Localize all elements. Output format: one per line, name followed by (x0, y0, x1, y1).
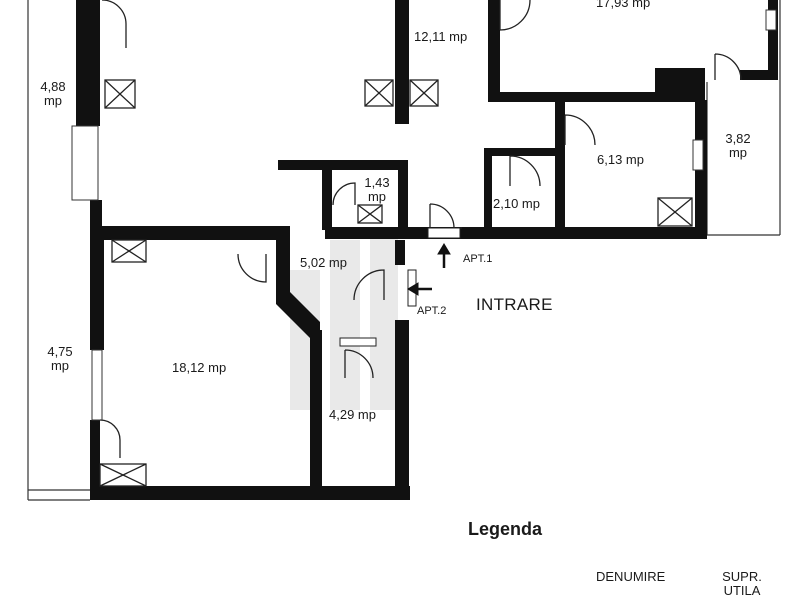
room-area-6-13: 6,13 mp (597, 152, 644, 167)
room-area-17-93: 17,93 mp (596, 0, 651, 10)
room-area-4-29: 4,29 mp (329, 407, 376, 422)
apt1-marker: APT.1 (463, 253, 493, 265)
walls (76, 0, 778, 500)
room-area-4-75-unit: mp (50, 358, 70, 373)
room-area-1-43-value: 1,43 (364, 175, 390, 190)
apt2-marker: APT.2 (417, 305, 447, 317)
room-area-3-82: 3,82 mp (720, 132, 756, 160)
room-area-4-88-unit: mp (43, 93, 63, 108)
room-area-3-82-value: 3,82 (725, 131, 751, 146)
room-area-18-12: 18,12 mp (172, 360, 227, 375)
entrance-arrows (407, 243, 451, 296)
windows (71, 9, 777, 421)
legend-col-area-line2: UTILA (723, 583, 761, 598)
room-area-5-02: 5,02 mp (300, 255, 347, 270)
legend-title: Legenda (468, 519, 543, 539)
room-area-4-88-value: 4,88 (40, 79, 66, 94)
room-area-4-75-value: 4,75 (47, 344, 73, 359)
vent-shafts (99, 79, 693, 487)
watermark (290, 230, 398, 410)
room-area-1-43-unit: mp (367, 189, 387, 204)
legend-col-area-line1: SUPR. (722, 569, 762, 584)
room-area-1-43: 1,43 mp (359, 176, 395, 204)
arrow-left-icon (407, 282, 419, 296)
legend-col-name: DENUMIRE (596, 569, 666, 584)
arrow-up-icon (437, 243, 451, 255)
room-area-12-11: 12,11 mp (414, 29, 468, 44)
doors (99, 0, 742, 458)
legend-col-area: SUPR. UTILA (714, 570, 770, 598)
room-area-2-10: 2,10 mp (493, 196, 540, 211)
room-area-3-82-unit: mp (728, 145, 748, 160)
room-area-4-88: 4,88 mp (36, 80, 70, 108)
entrance-label: INTRARE (476, 295, 553, 314)
room-area-4-75: 4,75 mp (42, 345, 78, 373)
